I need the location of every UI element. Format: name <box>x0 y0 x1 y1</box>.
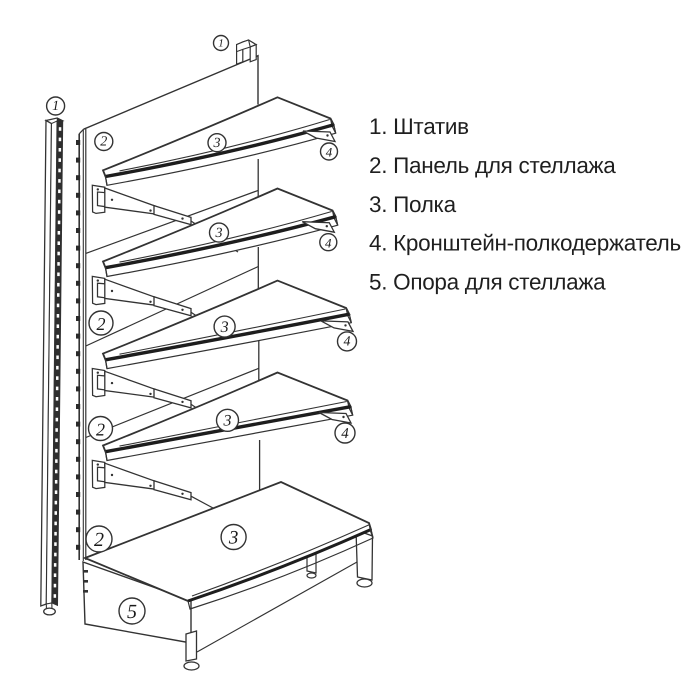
svg-text:5. Опора для стеллажа: 5. Опора для стеллажа <box>369 270 606 295</box>
svg-text:4: 4 <box>326 145 333 160</box>
svg-text:5: 5 <box>127 601 137 623</box>
svg-text:3: 3 <box>220 319 229 336</box>
svg-text:2: 2 <box>94 529 104 551</box>
svg-text:1: 1 <box>218 38 224 50</box>
svg-text:2: 2 <box>97 314 106 334</box>
svg-text:4: 4 <box>325 235 332 250</box>
svg-text:2: 2 <box>96 420 105 440</box>
svg-text:3: 3 <box>228 528 239 549</box>
svg-text:3: 3 <box>215 226 223 241</box>
svg-text:3. Полка: 3. Полка <box>369 192 457 217</box>
svg-text:4: 4 <box>344 335 351 350</box>
svg-text:3: 3 <box>223 413 232 430</box>
svg-text:1: 1 <box>52 99 59 114</box>
svg-text:4. Кронштейн-полкодержатель: 4. Кронштейн-полкодержатель <box>369 231 681 256</box>
svg-text:3: 3 <box>213 136 221 151</box>
svg-text:2: 2 <box>100 135 107 150</box>
svg-text:2. Панель для стеллажа: 2. Панель для стеллажа <box>369 153 616 178</box>
svg-text:4: 4 <box>341 426 349 442</box>
svg-text:1. Штатив: 1. Штатив <box>369 114 469 139</box>
